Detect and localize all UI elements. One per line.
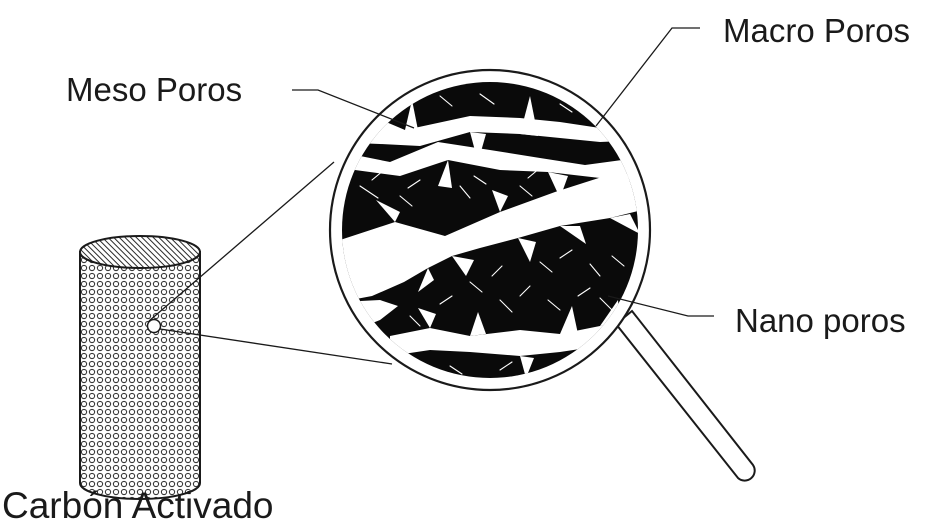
macro-leader — [596, 28, 700, 126]
magnifier-handle — [616, 311, 755, 481]
label-nano-poros: Nano poros — [735, 302, 906, 339]
label-meso-poros: Meso Poros — [66, 71, 242, 108]
carbon-cylinder — [80, 236, 200, 499]
label-carbon-activado: Carbón Activado — [2, 485, 274, 525]
label-macro-poros: Macro Poros — [723, 12, 910, 49]
